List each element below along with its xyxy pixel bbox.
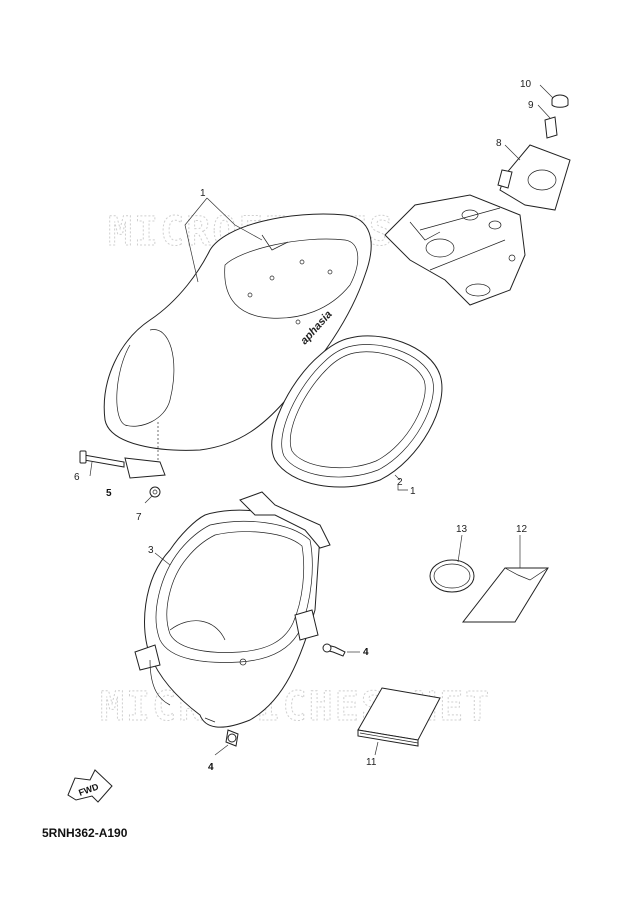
o-ring bbox=[429, 559, 475, 593]
callout-2-sub: 1 bbox=[410, 486, 416, 497]
callout-labels: 1 2 1 3 4 4 5 6 7 8 9 10 11 12 13 bbox=[74, 79, 534, 773]
storage-seal bbox=[271, 335, 443, 488]
fwd-arrow: FWD bbox=[67, 769, 113, 803]
callout-10: 10 bbox=[520, 79, 532, 90]
callout-2: 2 bbox=[397, 477, 403, 488]
callout-5: 5 bbox=[106, 488, 112, 499]
leader-lines bbox=[89, 84, 554, 756]
screw-right bbox=[322, 643, 346, 657]
callout-9: 9 bbox=[528, 100, 534, 111]
callout-11: 11 bbox=[366, 757, 377, 768]
top-bracket bbox=[497, 94, 571, 211]
storage-box bbox=[134, 491, 331, 728]
callout-13: 13 bbox=[456, 524, 468, 535]
owners-manual bbox=[357, 687, 441, 747]
callout-4-right: 4 bbox=[363, 647, 369, 658]
callout-3: 3 bbox=[148, 545, 154, 556]
callout-7: 7 bbox=[136, 512, 142, 523]
callout-12: 12 bbox=[516, 524, 528, 535]
seat-hinge-bracket bbox=[79, 422, 166, 498]
callout-4-bottom: 4 bbox=[208, 762, 214, 773]
screw-bottom bbox=[225, 729, 239, 747]
callout-8: 8 bbox=[496, 138, 502, 149]
diagram-code: 5RNH362-A190 bbox=[42, 826, 128, 840]
frame-panel bbox=[384, 194, 526, 306]
sticker-sheet bbox=[461, 567, 549, 623]
callout-1: 1 bbox=[200, 188, 206, 199]
callout-6: 6 bbox=[74, 472, 80, 483]
